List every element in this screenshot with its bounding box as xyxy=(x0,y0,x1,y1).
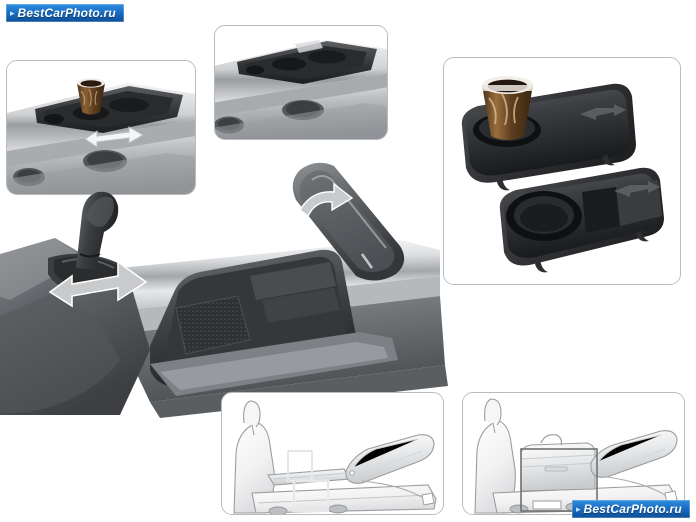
seat-side-open-drawing xyxy=(222,393,443,514)
watermark-caret-icon: ▸ xyxy=(10,7,15,18)
panel-seat-side-closed-artwork xyxy=(463,393,684,514)
panel-seat-side-open-artwork xyxy=(222,393,443,514)
highlight-box-storage xyxy=(520,448,598,512)
panel-tray-detail xyxy=(443,57,681,285)
watermark-caret-icon: ▸ xyxy=(576,503,581,514)
tray-lower-empty xyxy=(499,167,664,273)
panel-console-without-cup xyxy=(214,25,388,140)
tray-arrow-marking-upper-icon xyxy=(580,104,626,120)
tray-arrow-marking-lower-icon xyxy=(614,181,660,197)
watermark-bottom-right: ▸ BestCarPhoto.ru xyxy=(572,500,690,518)
console-empty-drawing xyxy=(215,26,387,139)
panel-tray-detail-artwork xyxy=(444,58,680,284)
console-armrest-drawing xyxy=(0,162,448,418)
panel-console-without-cup-artwork xyxy=(215,26,387,139)
panel-console-with-cup xyxy=(6,60,196,195)
lid-rotation-arrow-icon xyxy=(299,182,354,218)
slide-arrow-icon xyxy=(84,126,145,148)
watermark-text: BestCarPhoto.ru xyxy=(17,6,116,20)
panel-seat-side-armrest-extended xyxy=(221,392,444,515)
removable-tray-drawing xyxy=(444,58,680,284)
main-console-illustration xyxy=(0,150,450,420)
armrest-slide-arrow-icon xyxy=(48,260,148,308)
console-with-cup-drawing xyxy=(7,61,195,194)
seat-side-closed-drawing xyxy=(463,393,684,514)
watermark-top-left: ▸ BestCarPhoto.ru xyxy=(6,4,124,22)
paper-cup-upper xyxy=(482,76,533,140)
panel-seat-side-armrest-stowed xyxy=(462,392,685,515)
panel-console-with-cup-artwork xyxy=(7,61,195,194)
gear-shift-lever xyxy=(76,191,119,270)
watermark-text: BestCarPhoto.ru xyxy=(583,502,682,516)
tray-upper-with-cup xyxy=(461,76,636,191)
highlight-box-lower xyxy=(292,479,330,513)
paper-cup xyxy=(77,78,105,115)
